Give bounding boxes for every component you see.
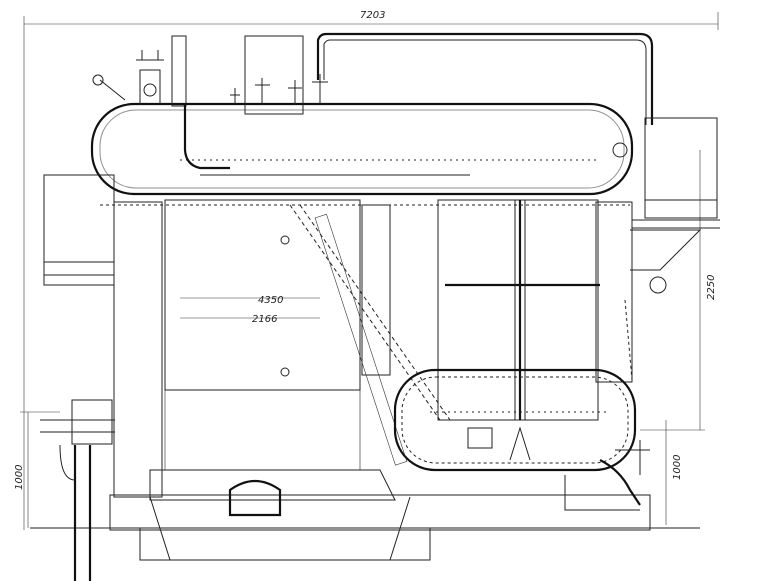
ash-door: [228, 479, 282, 517]
right-side-piping: [564, 219, 720, 511]
second-pass-tube-bank: [437, 199, 600, 421]
first-pass-tube-bank: 4350 2166: [164, 199, 361, 471]
right-height-label: 2250: [706, 275, 717, 300]
brick-setting: [113, 201, 633, 561]
right-lower-height-dimension: 1000: [665, 420, 683, 525]
overall-width-dimension: 7203: [23, 10, 719, 530]
top-fittings: [92, 32, 718, 219]
lower-drum: [393, 368, 637, 472]
inner-dimension-1: 4350: [258, 295, 283, 306]
left-feed-pipes: [40, 174, 115, 581]
diagonal-baffle: [289, 204, 451, 466]
right-lower-height-label: 1000: [672, 455, 683, 480]
foundation: [30, 494, 700, 561]
left-height-label: 1000: [14, 465, 25, 490]
left-height-dimension: 1000: [14, 411, 60, 528]
overall-width-label: 7203: [360, 10, 385, 21]
right-height-dimension: 2250: [640, 150, 717, 431]
upper-drum: [90, 102, 634, 206]
inner-dimension-2: 2166: [252, 314, 277, 325]
